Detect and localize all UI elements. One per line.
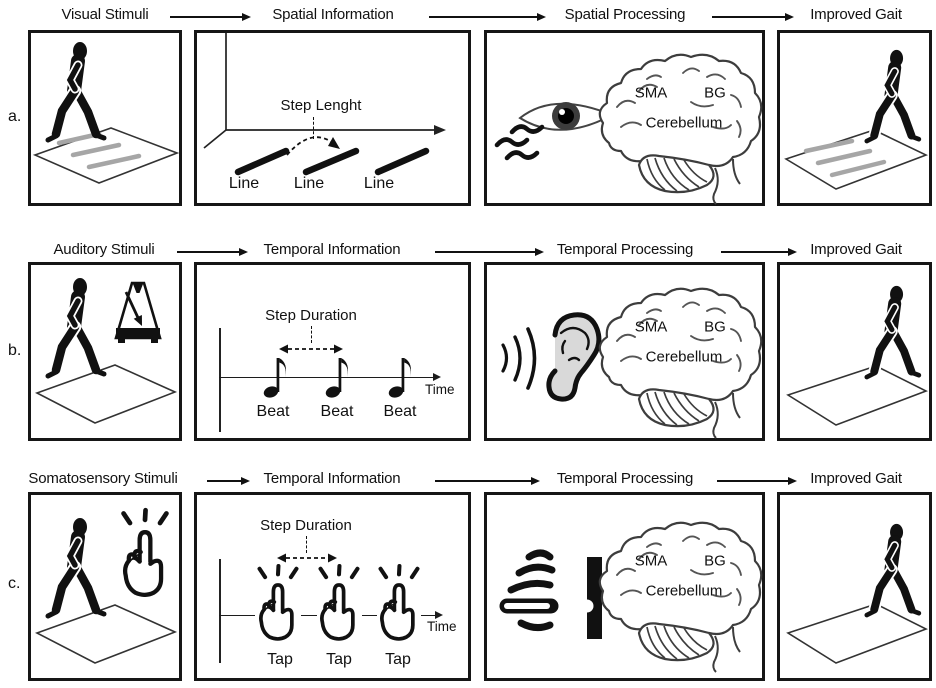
stage-label-auditory-stimuli: Auditory Stimuli [53,241,155,258]
brain-icon: SMA BG Cerebellum [587,281,765,439]
brain-region-sma: SMA [634,318,668,336]
music-note-icon [263,358,286,399]
stage-label-temporal-processing: Temporal Processing [556,470,694,487]
axis-tick-line [219,559,221,663]
stage-label-temporal-information: Temporal Information [263,470,401,487]
row-letter: b. [8,342,22,359]
tap-label: Tap [267,651,293,668]
panel-somatosensory-stimuli [28,492,182,681]
brain-icon: SMA BG Cerebellum [587,47,765,205]
step-length-label: Step Lenght [280,97,362,114]
row-letter: a. [8,108,22,125]
finger-touch-pad-icon [499,549,602,639]
stage-label-improved-gait: Improved Gait [810,241,902,258]
brainstem-drawing [712,626,741,673]
brain-region-bg: BG [704,552,726,570]
time-axis-segment [362,615,377,616]
duration-span-arrow [279,344,343,354]
panel-visual-stimuli [28,30,182,206]
tapping-finger-icon [117,507,173,597]
panel-auditory-stimuli [28,262,182,441]
time-axis-segment [219,615,255,616]
beat-label: Beat [256,403,290,420]
brain-region-bg: BG [704,84,726,102]
music-note-icon [388,358,411,399]
flow-arrow [712,12,794,21]
tap-label: Tap [326,651,352,668]
dashed-pointer-line [311,326,312,343]
time-axis-label: Time [427,619,457,634]
stage-label-somatosensory-stimuli: Somatosensory Stimuli [28,470,178,487]
dashed-pointer-line [313,117,314,139]
music-note-icon [325,358,348,399]
brain-drawing [598,521,763,673]
tap-hand-icon [254,563,302,641]
time-axis-arrow [421,611,443,620]
walking-person-icon [35,505,178,664]
panel-temporal-information: Step Duration Time Tap Tap Tap [194,492,471,681]
brain-icon: SMA BG Cerebellum [587,515,765,673]
metronome-icon [114,281,162,345]
tap-hand-icon [315,563,363,641]
brain-region-sma: SMA [634,552,668,570]
step-duration-label: Step Duration [260,517,352,534]
time-axis-label: Time [425,382,455,397]
flow-arrow [207,476,250,485]
step-duration-label: Step Duration [265,307,357,324]
panel-temporal-information: Time Step Duration Beat Beat Beat [194,262,471,441]
line-label: Line [293,175,325,192]
walking-person-on-lined-floor-icon [784,33,929,190]
panel-improved-gait [777,30,932,206]
brain-region-cerebellum: Cerebellum [645,582,723,600]
beat-label: Beat [383,403,417,420]
flow-arrow [177,247,248,256]
motion-waves-icon [494,124,545,161]
panel-improved-gait [777,262,932,441]
stage-label-spatial-processing: Spatial Processing [564,6,686,23]
beat-label: Beat [320,403,354,420]
axis-tick-line [219,328,221,432]
walking-person-icon [786,503,928,664]
brain-drawing [598,287,763,439]
stage-label-visual-stimuli: Visual Stimuli [61,6,149,23]
panel-temporal-processing: SMA BG Cerebellum [484,492,765,681]
flow-arrow [721,247,797,256]
panel-improved-gait [777,492,932,681]
duration-span-arrow [277,553,337,563]
row-letter: c. [8,575,21,592]
panel-spatial-information: Step Lenght Line Line Line [194,30,471,206]
stage-label-temporal-information: Temporal Information [263,241,401,258]
stage-label-improved-gait: Improved Gait [810,470,902,487]
dashed-pointer-line [306,536,307,553]
brainstem-drawing [712,158,741,205]
stage-label-spatial-information: Spatial Information [272,6,394,23]
brainstem-drawing [712,392,741,439]
time-axis-arrow [219,373,441,382]
flow-arrow [429,12,546,21]
panel-spatial-processing: SMA BG Cerebellum [484,30,765,206]
stage-label-temporal-processing: Temporal Processing [556,241,694,258]
walking-person-icon [35,265,178,424]
brain-region-cerebellum: Cerebellum [645,348,723,366]
panel-temporal-processing: SMA BG Cerebellum [484,262,765,441]
tap-label: Tap [385,651,411,668]
sound-waves-icon [501,327,537,390]
flow-arrow [170,12,251,21]
spatial-axis-icon [203,33,446,176]
ear-icon [501,312,602,402]
walking-person-on-lined-floor-icon [32,33,179,184]
line-label: Line [363,175,395,192]
time-axis-segment [301,615,317,616]
brain-region-cerebellum: Cerebellum [645,114,723,132]
brain-drawing [598,53,763,205]
tap-hand-icon [375,563,423,641]
flow-arrow [435,247,544,256]
brain-region-sma: SMA [634,84,668,102]
stage-label-improved-gait: Improved Gait [810,6,902,23]
walking-person-icon [786,265,928,426]
flow-arrow [717,476,797,485]
line-label: Line [228,175,260,192]
flow-arrow [435,476,540,485]
brain-region-bg: BG [704,318,726,336]
